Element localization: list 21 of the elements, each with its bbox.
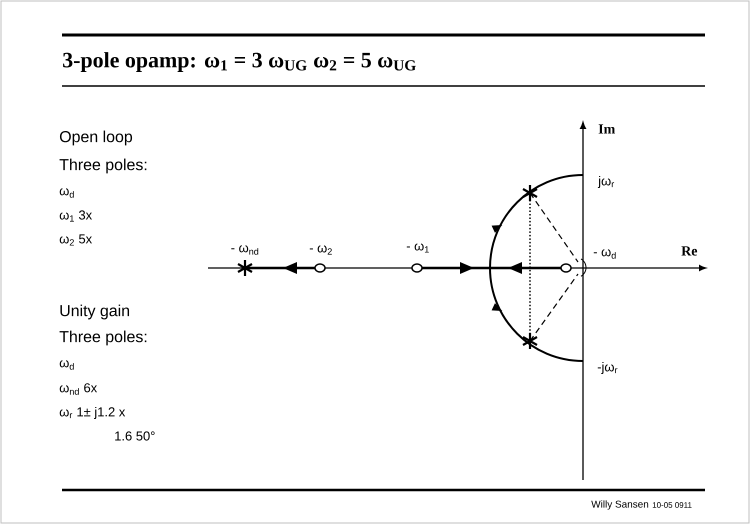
side-text: ω$_{r}$ 1± j1.2 x — [60, 406, 126, 420]
side-text: ω$_{d}$ — [60, 360, 74, 370]
side-text: Unity gain — [60, 304, 130, 320]
side-text: 1.6 50° — [115, 431, 155, 441]
side-text: ω$_{2}$ 5x — [60, 234, 92, 246]
side-text: ω$_{1}$ 3x — [60, 210, 92, 222]
axis-label: Im — [598, 124, 616, 134]
axis-label: Re — [681, 246, 698, 256]
side-text: Three poles: — [60, 158, 146, 174]
side-text: ω$_{d}$ — [60, 188, 74, 198]
pole-label: - ω$_{d}$ — [594, 249, 616, 259]
axis-label: jω$_{r}$ — [598, 176, 614, 188]
side-text: Three poles: — [60, 330, 146, 346]
slide-title: 3-pole opamp: ω$_{1}$ = 3 ω$_{UG}$ ω$_{2}$ = 5 ω$_{UG}$ — [63, 52, 416, 72]
footer-text: Willy Sansen — [591, 500, 648, 510]
side-text: Open loop — [60, 130, 132, 146]
pole-label: - ω$_{2}$ — [310, 245, 332, 255]
side-text: ω$_{nd}$ 6x — [60, 383, 98, 395]
pole-label: - ω$_{1}$ — [406, 243, 429, 253]
axis-label: -jω$_{r}$ — [598, 362, 618, 374]
pole-label: - ω$_{nd}$ — [231, 245, 258, 255]
